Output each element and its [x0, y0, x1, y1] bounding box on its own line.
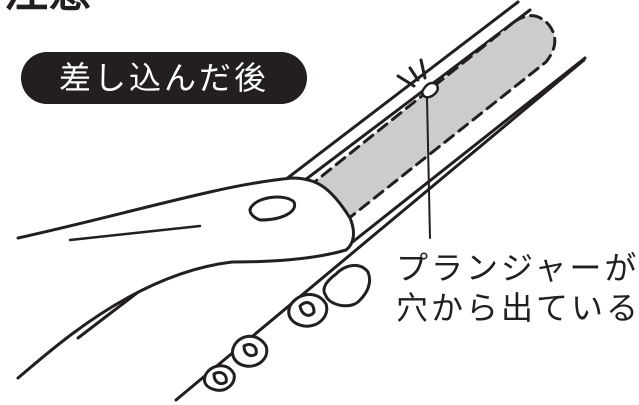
finger-crease [68, 224, 202, 242]
callout-leader [426, 97, 431, 239]
hand-lower [322, 264, 372, 308]
sleeve-lower-edge [348, 56, 587, 246]
plunger-body [310, 14, 557, 221]
after-insertion-badge: 差し込んだ後 [21, 52, 307, 104]
plunger-hole [420, 81, 440, 99]
hand-upper [16, 176, 355, 380]
knuckle-1-nail [298, 301, 316, 317]
callout-text-line-2: 穴から出ている [396, 289, 639, 327]
knuckle-2-nail [242, 342, 258, 358]
knuckle-1 [287, 293, 329, 328]
knuckle-3-nail [212, 370, 228, 386]
page-heading-fragment: 注意 [4, 0, 92, 14]
emphasis-rays [396, 58, 427, 88]
knuckle-3 [202, 364, 236, 392]
callout-text-line-1: プランジャーが [396, 249, 639, 287]
knuckle-2 [231, 334, 269, 368]
hand-thumb [248, 195, 297, 222]
